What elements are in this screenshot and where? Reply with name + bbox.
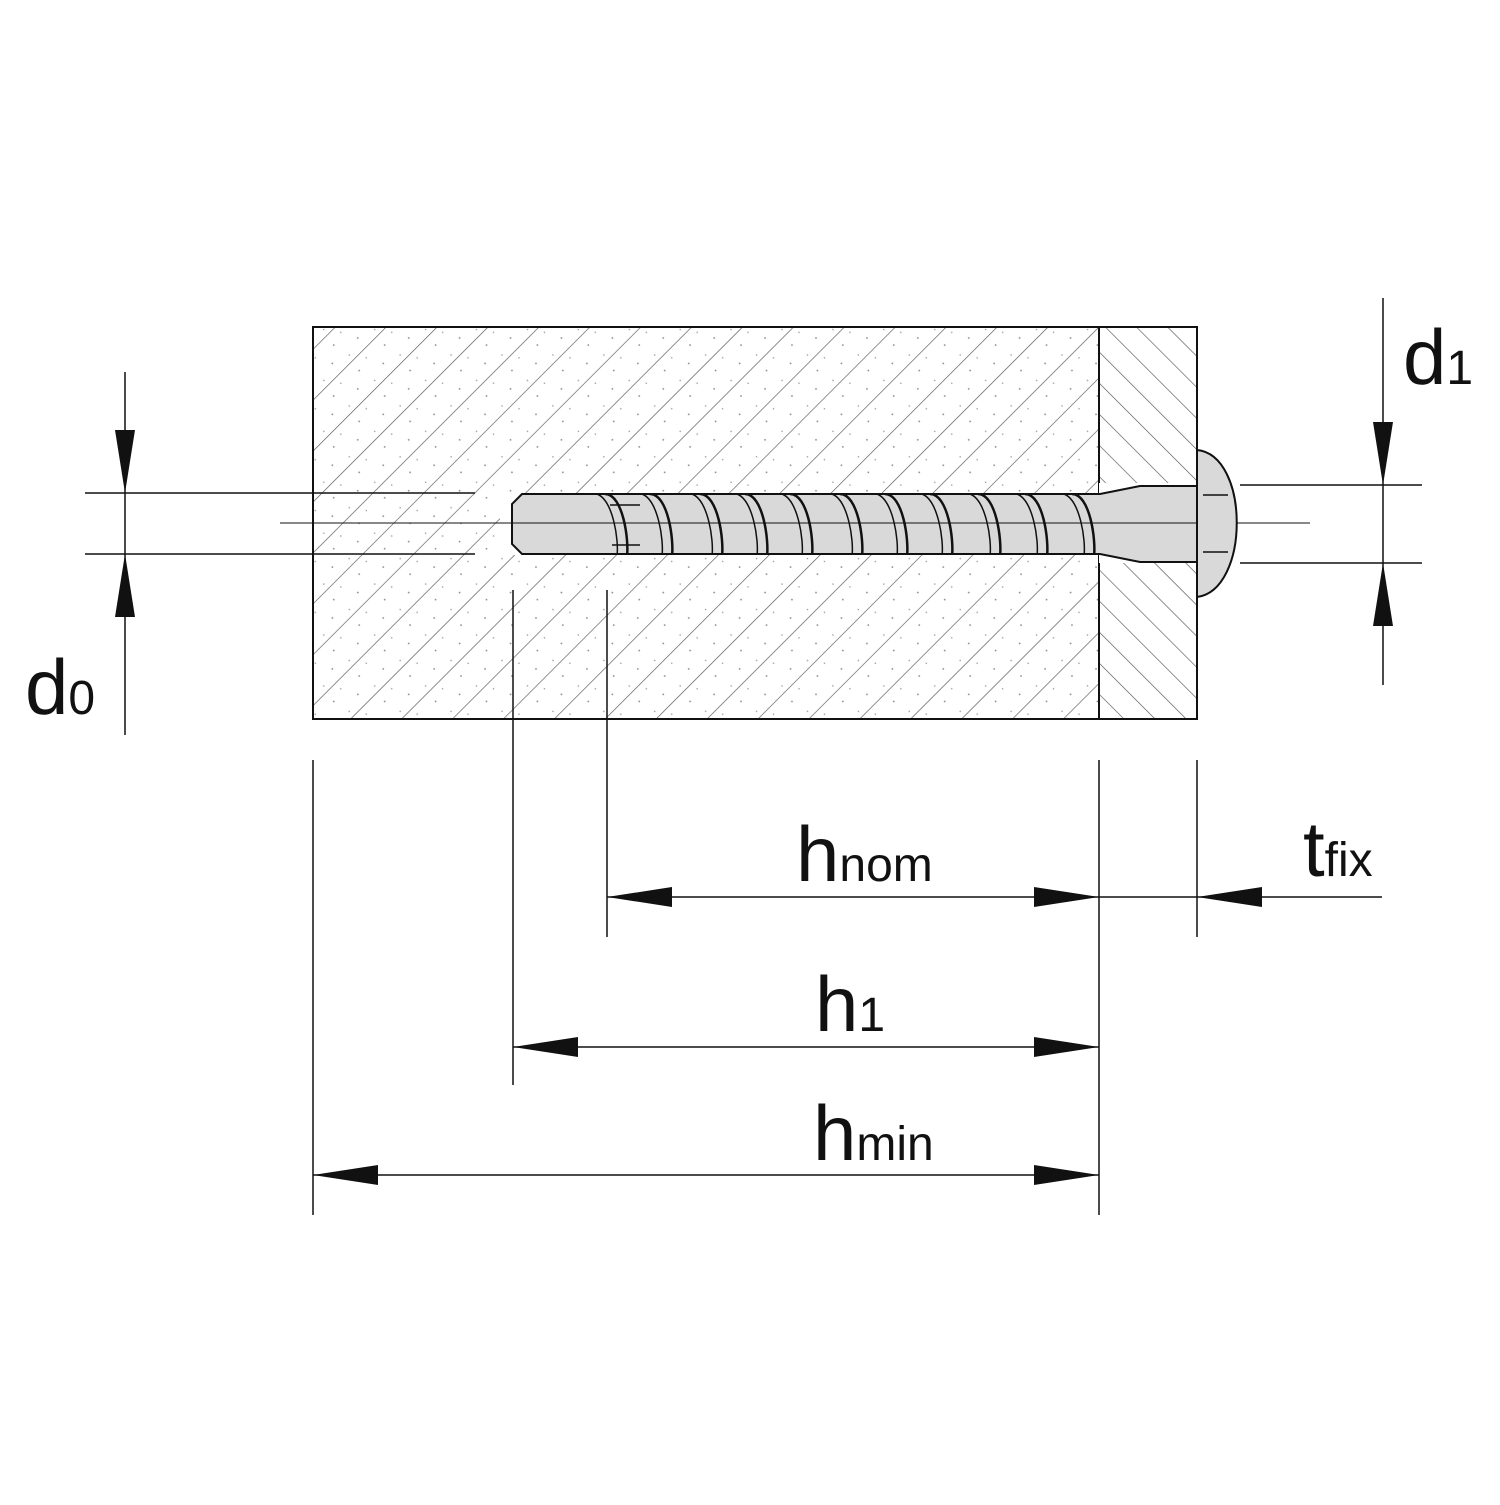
thread-edge [641,493,664,555]
thread-turn [789,493,814,555]
thread-turn [699,493,724,555]
screw-thread [596,493,1096,555]
label-d1: d1 [1403,313,1473,401]
thread-edge [691,493,714,555]
thread-edge [969,493,992,555]
label-t-fix: tfix [1303,805,1373,893]
thread-turn [649,493,674,555]
thread-turn [884,493,909,555]
dimension-h-min: hmin [313,1089,1099,1185]
thread-edge [1016,493,1039,555]
label-h1: h1 [815,960,885,1048]
thread-edge [736,493,759,555]
thread-edge [781,493,804,555]
dimension-d1: d1 [1240,298,1473,685]
thread-turn [1024,493,1049,555]
label-h-nom: hnom [796,810,933,898]
dimension-d0: d0 [25,372,475,735]
thread-turn [744,493,769,555]
dimension-h1: h1 [513,960,1099,1057]
concrete-screw [280,448,1310,599]
thread-edge [596,493,619,555]
dimension-h-nom: hnom [607,810,1099,907]
thread-tip [610,504,640,546]
dimension-t-fix: tfix [1099,805,1382,907]
label-h-min: hmin [813,1089,934,1177]
thread-edge [831,493,854,555]
thread-turn [604,493,629,555]
thread-edge [876,493,899,555]
thread-turn [929,493,954,555]
extension-lines [312,590,1198,1215]
thread-edge [1063,493,1086,555]
thread-turn [1071,493,1096,555]
thread-edge [921,493,944,555]
thread-turn [839,493,864,555]
label-d0: d0 [25,643,95,731]
thread-turn [977,493,1002,555]
